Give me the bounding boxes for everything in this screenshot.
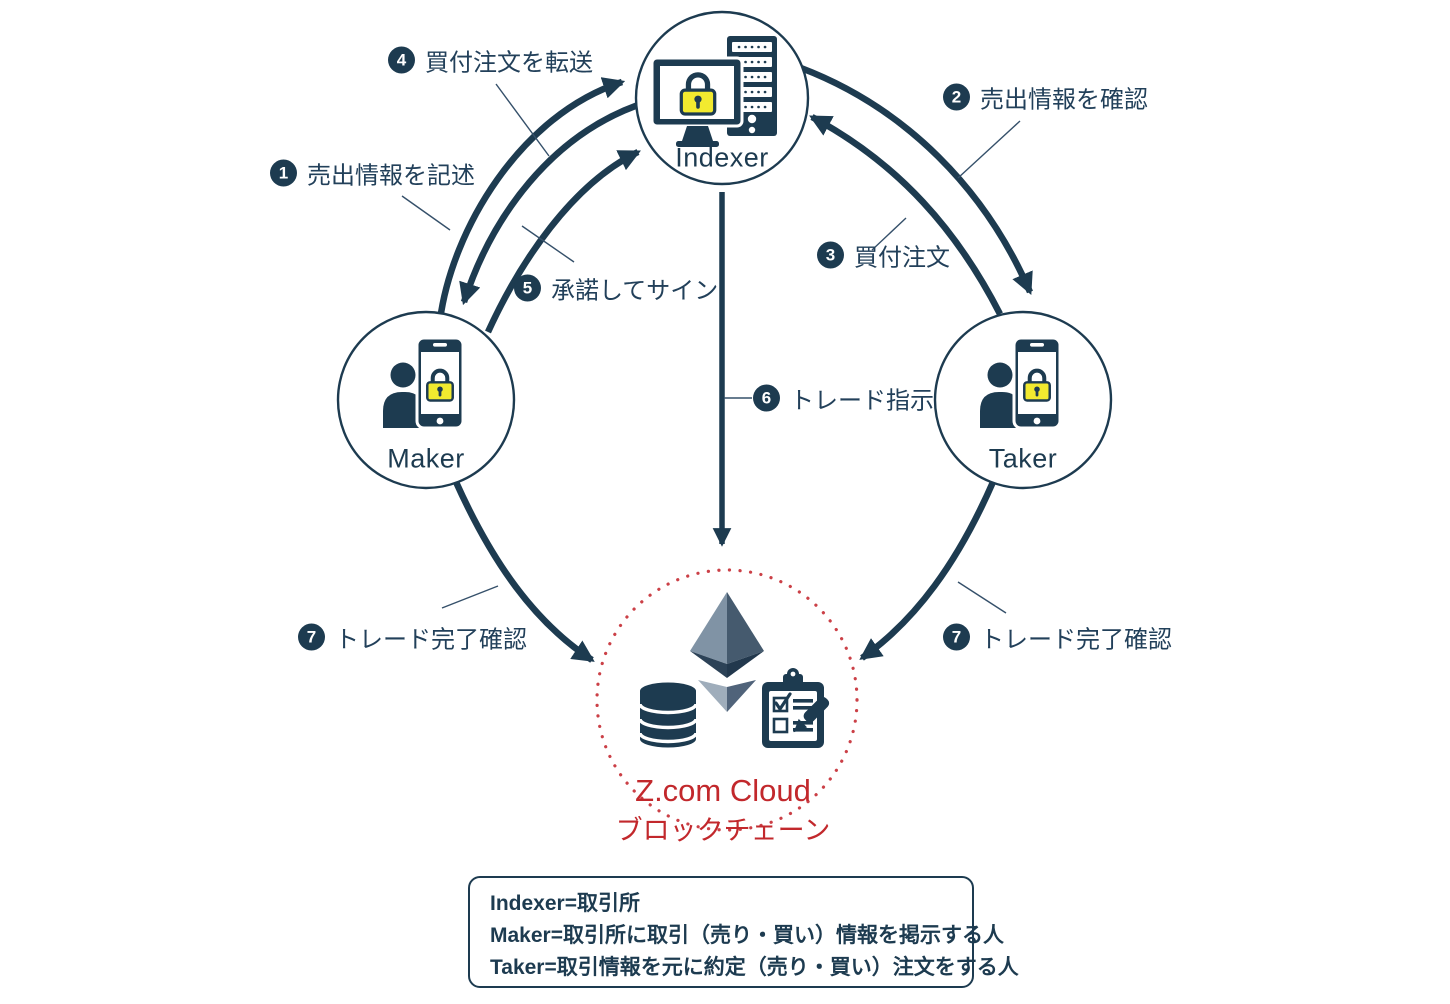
secure-monitor-icon (650, 56, 744, 147)
step-1-label: 1 売出情報を記述 (270, 156, 475, 191)
leader-step3 (871, 217, 907, 251)
step-4-label: 4 買付注文を転送 (388, 43, 593, 78)
arrow-step3-taker-to-indexer (809, 114, 1003, 316)
step-1-badge: 1 (270, 159, 297, 187)
step-7-right-text: トレード完了確認 (980, 626, 1172, 654)
secure-smartphone-icon (1012, 336, 1062, 430)
step-3-badge: 3 (817, 241, 844, 269)
step-2-text: 売出情報を確認 (980, 86, 1148, 114)
leader-step5 (521, 225, 575, 263)
arrow-step1-maker-to-indexer (436, 77, 626, 321)
step-6-label: 6 トレード指示 (753, 381, 934, 416)
arrow-step7-maker-to-blockchain (453, 480, 595, 663)
leader-step7-left (441, 585, 499, 609)
step-7-left-badge: 7 (298, 623, 325, 651)
arrow-step2-indexer-to-taker (799, 64, 1033, 296)
step-3-label: 3 買付注文 (817, 238, 950, 273)
step-2-badge: 2 (943, 83, 970, 111)
step-5-text: 承諾してサイン (551, 277, 719, 305)
leader-step4 (495, 83, 550, 157)
blockchain-name: Z.com Cloud (635, 773, 811, 808)
database-icon (638, 682, 698, 748)
person-icon (390, 362, 416, 388)
maker-person-phone-icon (383, 336, 465, 430)
step-7-right-label: 7 トレード完了確認 (943, 620, 1172, 655)
clipboard-pen-icon (762, 668, 830, 748)
leader-step2 (957, 120, 1021, 179)
arrow-step7-taker-to-blockchain (859, 480, 996, 661)
step-6-badge: 6 (753, 384, 780, 412)
taker-label: Taker (988, 443, 1058, 474)
arrow-step4-indexer-to-maker (459, 101, 640, 306)
step-4-badge: 4 (388, 46, 415, 74)
flow-arrows (436, 64, 1033, 663)
arrow-step5-maker-to-indexer (485, 149, 641, 334)
person-icon (987, 362, 1013, 388)
blockchain-dotted-circle (595, 568, 859, 832)
maker-label: Maker (387, 443, 465, 474)
legend-line-maker: Maker=取引所に取引（売り・買い）情報を掲示する人 (490, 924, 1004, 947)
ethereum-icon (690, 592, 764, 712)
step-1-text: 売出情報を記述 (307, 162, 475, 190)
step-7-left-label: 7 トレード完了確認 (298, 620, 527, 655)
step-7-right-badge: 7 (943, 623, 970, 651)
step-6-text: トレード指示 (790, 387, 934, 415)
step-2-label: 2 売出情報を確認 (943, 80, 1148, 115)
blockchain-subname: ブロックチェーン (615, 815, 831, 846)
leader-step1 (401, 195, 451, 231)
step-4-text: 買付注文を転送 (425, 49, 593, 77)
step-3-text: 買付注文 (854, 244, 950, 272)
leader-lines (401, 83, 1021, 614)
legend-line-taker: Taker=取引情報を元に約定（売り・買い）注文をする人 (490, 956, 1019, 979)
step-5-badge: 5 (514, 274, 541, 302)
legend-box: Indexer=取引所 Maker=取引所に取引（売り・買い）情報を掲示する人 … (468, 876, 1019, 988)
pen-icon (793, 696, 830, 733)
legend-line-indexer: Indexer=取引所 (490, 892, 640, 915)
indexer-label: Indexer (675, 142, 769, 173)
leader-step7-right (957, 581, 1007, 614)
step-5-label: 5 承諾してサイン (514, 271, 718, 306)
secure-smartphone-icon (415, 336, 465, 430)
step-7-left-text: トレード完了確認 (335, 626, 527, 654)
taker-person-phone-icon (980, 336, 1062, 430)
